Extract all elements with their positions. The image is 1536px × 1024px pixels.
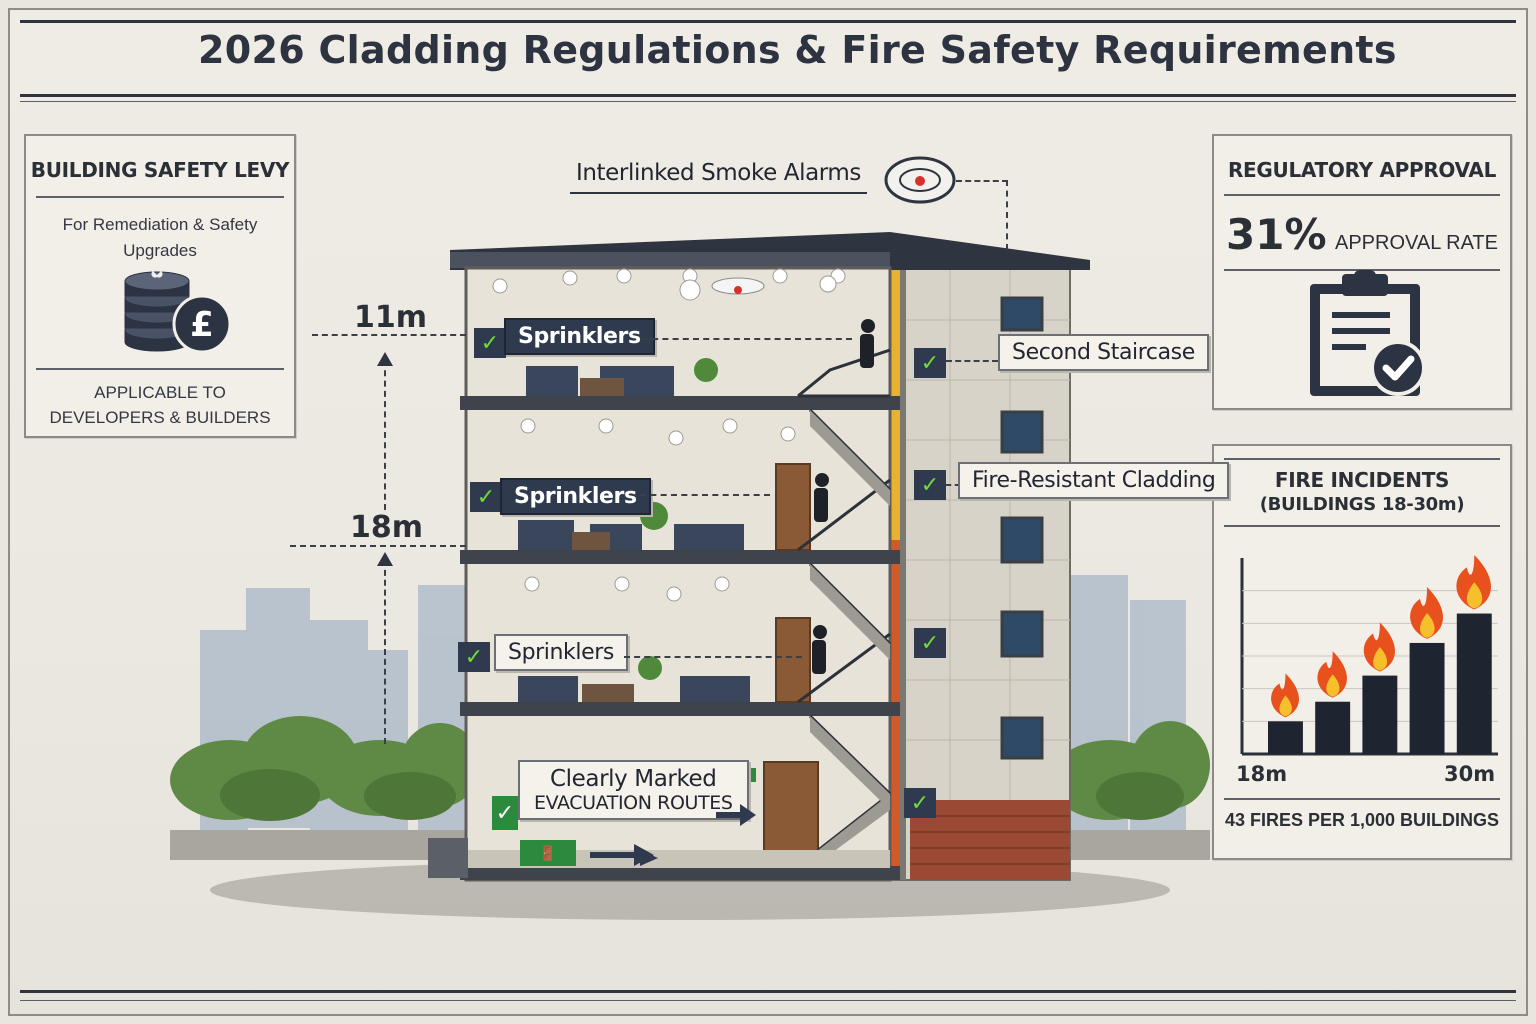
flame-inner-icon [1419, 612, 1435, 638]
sprinkler-check-icon-1: ✓ [474, 328, 506, 358]
regulatory-approval-panel: REGULATORY APPROVAL 31% APPROVAL RATE [1212, 134, 1512, 410]
chart-x-start: 18m [1236, 762, 1288, 786]
chart-bar [1315, 701, 1351, 754]
exit-sign-icon: 🚪 [520, 840, 576, 866]
staircase-check-icon: ✓ [914, 348, 946, 378]
levy-footer-sep [36, 368, 284, 370]
cladding-check-icon-2: ✓ [914, 628, 946, 658]
fire-title-sep [1224, 525, 1500, 527]
approval-rate-row: 31% APPROVAL RATE [1214, 210, 1510, 259]
chart-x-end: 30m [1444, 762, 1496, 786]
flame-inner-icon [1466, 582, 1483, 609]
approval-title-sep [1224, 194, 1500, 196]
smoke-alarm-leader-v [1006, 180, 1008, 250]
smoke-alarm-leader-h [956, 180, 1008, 182]
height-arrow-lower [384, 560, 386, 744]
height-18m-line [290, 545, 466, 547]
chart-bar [1268, 721, 1303, 754]
flame-icon [1363, 622, 1395, 672]
height-11m-line [312, 334, 466, 336]
flame-inner-icon [1373, 646, 1388, 671]
evacuation-arrow-icon [714, 802, 758, 833]
title-underline [20, 94, 1516, 97]
second-staircase-label: Second Staircase [998, 334, 1209, 371]
staircase-leader [946, 360, 998, 362]
fire-title-line2: (BUILDINGS 18-30m) [1259, 494, 1465, 515]
arrow-up-icon-2 [377, 552, 393, 566]
flame-inner-icon [1326, 674, 1340, 697]
fire-title-line1: FIRE INCIDENTS [1274, 468, 1450, 492]
arrow-up-icon [377, 352, 393, 366]
cladding-check-icon-3: ✓ [904, 788, 936, 818]
smoke-alarm-icon [884, 150, 956, 211]
fire-resistant-cladding-label: Fire-Resistant Cladding [958, 462, 1230, 499]
fire-incidents-panel: FIRE INCIDENTS (BUILDINGS 18-30m) 18m 30… [1212, 444, 1512, 860]
evacuation-line2: EVACUATION ROUTES [534, 792, 733, 814]
coin-stack-pound-icon: £ [122, 266, 234, 356]
fire-footer: 43 FIRES PER 1,000 BUILDINGS [1224, 810, 1500, 830]
levy-title-sep [36, 196, 284, 198]
floor-arrow-icon [588, 842, 658, 873]
evacuation-check-icon: ✓ [492, 796, 518, 830]
fire-incidents-chart [1240, 554, 1498, 756]
fire-top-sep [1224, 458, 1500, 460]
cladding-check-icon: ✓ [914, 470, 946, 500]
sprinklers-leader-3 [624, 656, 802, 658]
levy-title: BUILDING SAFETY LEVY [30, 158, 290, 182]
sprinkler-check-icon-3: ✓ [458, 642, 490, 672]
evacuation-routes-callout: Clearly Marked EVACUATION ROUTES [518, 760, 749, 820]
sprinklers-leader-2 [640, 494, 770, 496]
sprinkler-check-icon-2: ✓ [470, 482, 502, 512]
chart-bar [1456, 613, 1492, 754]
flame-icon [1410, 587, 1443, 639]
flame-icon [1456, 554, 1492, 610]
chart-bar [1362, 675, 1398, 754]
top-rule [20, 20, 1516, 23]
flame-inner-icon [1279, 695, 1292, 717]
sprinklers-label-3: Sprinklers [494, 634, 628, 671]
height-11m-label: 11m [354, 300, 428, 335]
page-title: 2026 Cladding Regulations & Fire Safety … [198, 28, 1397, 72]
sprinklers-label-2: Sprinklers [500, 478, 651, 515]
height-arrow-upper [384, 360, 386, 510]
interlinked-smoke-alarms-label: Interlinked Smoke Alarms [570, 160, 867, 194]
fire-footer-sep [1224, 798, 1500, 800]
title-wrap: 2026 Cladding Regulations & Fire Safety … [20, 28, 1516, 72]
sprinklers-label-1: Sprinklers [504, 318, 655, 355]
bottom-rule-thin [20, 1000, 1516, 1001]
building-safety-levy-panel: BUILDING SAFETY LEVY For Remediation & S… [24, 134, 296, 438]
approval-rate-value: 31% [1226, 210, 1327, 259]
clipboard-check-icon [1304, 268, 1434, 398]
sprinklers-leader-1 [642, 338, 852, 340]
levy-subtitle: For Remediation & Safety Upgrades [62, 215, 258, 260]
title-underline-thin [20, 101, 1516, 102]
flame-icon [1271, 673, 1299, 718]
svg-text:£: £ [190, 305, 214, 345]
height-18m-label: 18m [350, 510, 424, 545]
evacuation-line1: Clearly Marked [549, 766, 717, 792]
approval-title: REGULATORY APPROVAL [1227, 158, 1497, 182]
cladding-leader [946, 484, 960, 486]
approval-rate-label: APPROVAL RATE [1334, 232, 1498, 254]
chart-bar [1409, 642, 1445, 754]
levy-footer: APPLICABLE TO DEVELOPERS & BUILDERS [49, 383, 271, 427]
flame-icon [1317, 651, 1347, 698]
bottom-rule [20, 990, 1516, 993]
